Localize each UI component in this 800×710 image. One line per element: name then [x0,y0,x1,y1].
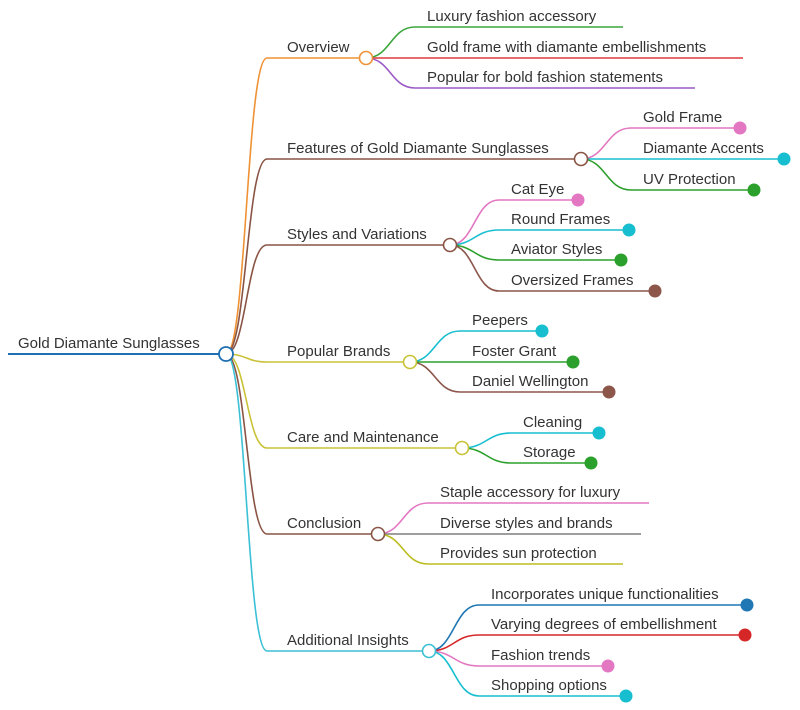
branch-label-overview: Overview [287,39,350,56]
root-node-label: Gold Diamante Sunglasses [18,335,200,352]
branch-edge-features-of-gold-diamante-sunglasses [225,158,581,355]
leaf-label-round-frames: Round Frames [511,211,610,228]
branch-edge-additional-insights [225,353,429,652]
branch-edge-care-and-maintenance [225,353,462,449]
leaf-edge-varying-degrees-of-embellishment [428,634,745,652]
leaf-edge-luxury-fashion-accessory [365,26,623,59]
leaf-edge-uv-protection [580,158,754,191]
leaf-edge-shopping-options [428,650,626,697]
leaf-label-foster-grant: Foster Grant [472,343,557,360]
leaf-edge-peepers [409,330,542,363]
branch-label-styles-and-variations: Styles and Variations [287,226,427,243]
leaf-label-cleaning: Cleaning [523,414,582,431]
leaf-label-daniel-wellington: Daniel Wellington [472,373,588,390]
leaf-dot-oversized-frames [648,284,662,298]
branch-label-additional-insights: Additional Insights [287,632,409,649]
leaf-label-luxury-fashion-accessory: Luxury fashion accessory [427,8,597,25]
branch-node-overview [358,50,374,66]
branch-edge-conclusion [225,353,378,535]
mindmap-nodes: Gold Diamante Sunglasses Overview Luxury f… [18,8,791,703]
leaf-edge-daniel-wellington [409,361,609,393]
branch-node-features-of-gold-diamante-sunglasses [573,151,589,167]
branch-node-care-and-maintenance [454,440,470,456]
leaf-dot-storage [584,456,598,470]
leaf-dot-peepers [535,324,549,338]
leaf-dot-fashion-trends [601,659,615,673]
leaf-edge-provides-sun-protection [377,533,623,565]
branch-edge-overview [225,57,366,355]
leaf-label-popular-for-bold-fashion-statements: Popular for bold fashion statements [427,69,663,86]
leaf-dot-cat-eye [571,193,585,207]
leaf-dot-shopping-options [619,689,633,703]
leaf-edge-oversized-frames [449,244,655,292]
leaf-label-diamante-accents: Diamante Accents [643,140,764,157]
leaf-label-diverse-styles-and-brands: Diverse styles and brands [440,515,613,532]
leaf-label-fashion-trends: Fashion trends [491,647,590,664]
leaf-dot-uv-protection [747,183,761,197]
branch-node-additional-insights [421,643,437,659]
leaf-label-provides-sun-protection: Provides sun protection [440,545,597,562]
leaf-dot-incorporates-unique-functionalities [740,598,754,612]
leaf-label-gold-frame-with-diamante-embellishments: Gold frame with diamante embellishments [427,39,706,56]
leaf-dot-cleaning [592,426,606,440]
leaf-label-gold-frame: Gold Frame [643,109,722,126]
leaf-edge-staple-accessory-for-luxury [377,502,649,535]
leaf-dot-daniel-wellington [602,385,616,399]
leaf-edge-gold-frame [580,127,740,160]
leaf-edge-cat-eye [449,199,578,246]
leaf-label-storage: Storage [523,444,576,461]
root-node [218,346,234,362]
leaf-dot-diamante-accents [777,152,791,166]
leaf-label-varying-degrees-of-embellishment: Varying degrees of embellishment [491,616,718,633]
branch-node-styles-and-variations [442,237,458,253]
leaf-dot-gold-frame [733,121,747,135]
leaf-label-uv-protection: UV Protection [643,171,736,188]
branch-label-popular-brands: Popular Brands [287,343,390,360]
branch-label-features-of-gold-diamante-sunglasses: Features of Gold Diamante Sunglasses [287,140,549,157]
leaf-label-cat-eye: Cat Eye [511,181,564,198]
branch-node-conclusion [370,526,386,542]
leaf-edge-popular-for-bold-fashion-statements [365,57,695,89]
leaf-label-staple-accessory-for-luxury: Staple accessory for luxury [440,484,621,501]
leaf-label-incorporates-unique-functionalities: Incorporates unique functionalities [491,586,719,603]
leaf-label-aviator-styles: Aviator Styles [511,241,602,258]
leaf-edge-fashion-trends [428,650,608,667]
branch-label-care-and-maintenance: Care and Maintenance [287,429,439,446]
branch-node-popular-brands [402,354,418,370]
leaf-label-peepers: Peepers [472,312,528,329]
leaf-dot-aviator-styles [614,253,628,267]
leaf-label-shopping-options: Shopping options [491,677,607,694]
leaf-dot-varying-degrees-of-embellishment [738,628,752,642]
leaf-dot-round-frames [622,223,636,237]
leaf-dot-foster-grant [566,355,580,369]
leaf-label-oversized-frames: Oversized Frames [511,272,634,289]
branch-label-conclusion: Conclusion [287,515,361,532]
branch-edge-styles-and-variations [225,244,450,355]
leaf-edge-incorporates-unique-functionalities [428,604,747,652]
